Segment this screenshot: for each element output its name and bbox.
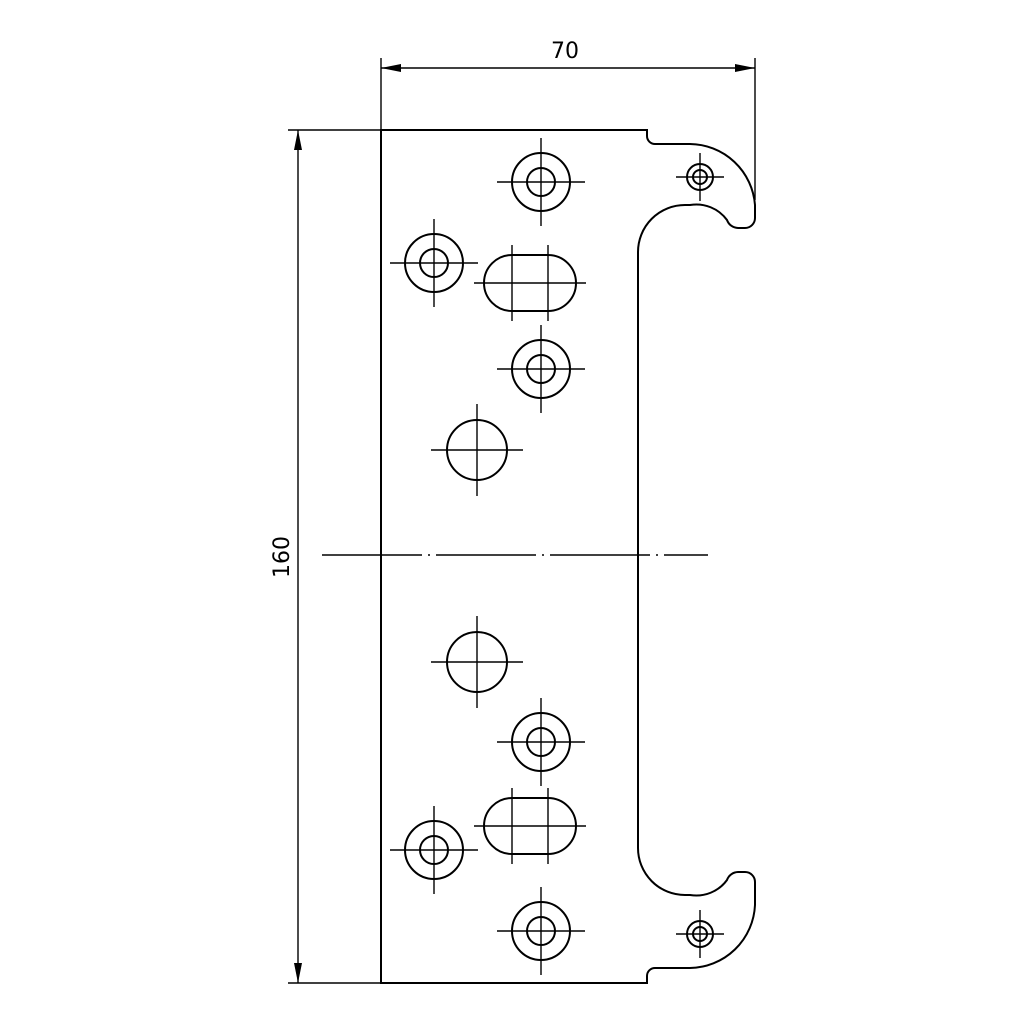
- pin-hole-bottom: [676, 910, 724, 958]
- slot-bottom: [474, 788, 586, 864]
- slot-top: [474, 245, 586, 321]
- pin-hole-top: [676, 153, 724, 201]
- countersunk-hole-top-2: [390, 219, 478, 307]
- width-arrow-left: [381, 64, 401, 72]
- countersunk-hole-bottom-1: [497, 698, 585, 786]
- plate-outline: [380, 129, 756, 984]
- width-dimension-label: 70: [551, 39, 579, 64]
- countersunk-hole-top-3: [497, 325, 585, 413]
- height-arrow-bottom: [294, 963, 302, 983]
- width-dimension: 70: [380, 39, 756, 200]
- countersunk-hole-top-1: [497, 138, 585, 226]
- round-hole-bottom: [431, 616, 523, 708]
- countersunk-hole-bottom-3: [497, 887, 585, 975]
- round-hole-top: [431, 404, 523, 496]
- height-arrow-top: [294, 130, 302, 150]
- countersunk-hole-bottom-2: [390, 806, 478, 894]
- height-dimension: 160: [270, 129, 381, 984]
- holes: [390, 138, 724, 975]
- height-dimension-label: 160: [270, 536, 295, 578]
- width-arrow-right: [735, 64, 755, 72]
